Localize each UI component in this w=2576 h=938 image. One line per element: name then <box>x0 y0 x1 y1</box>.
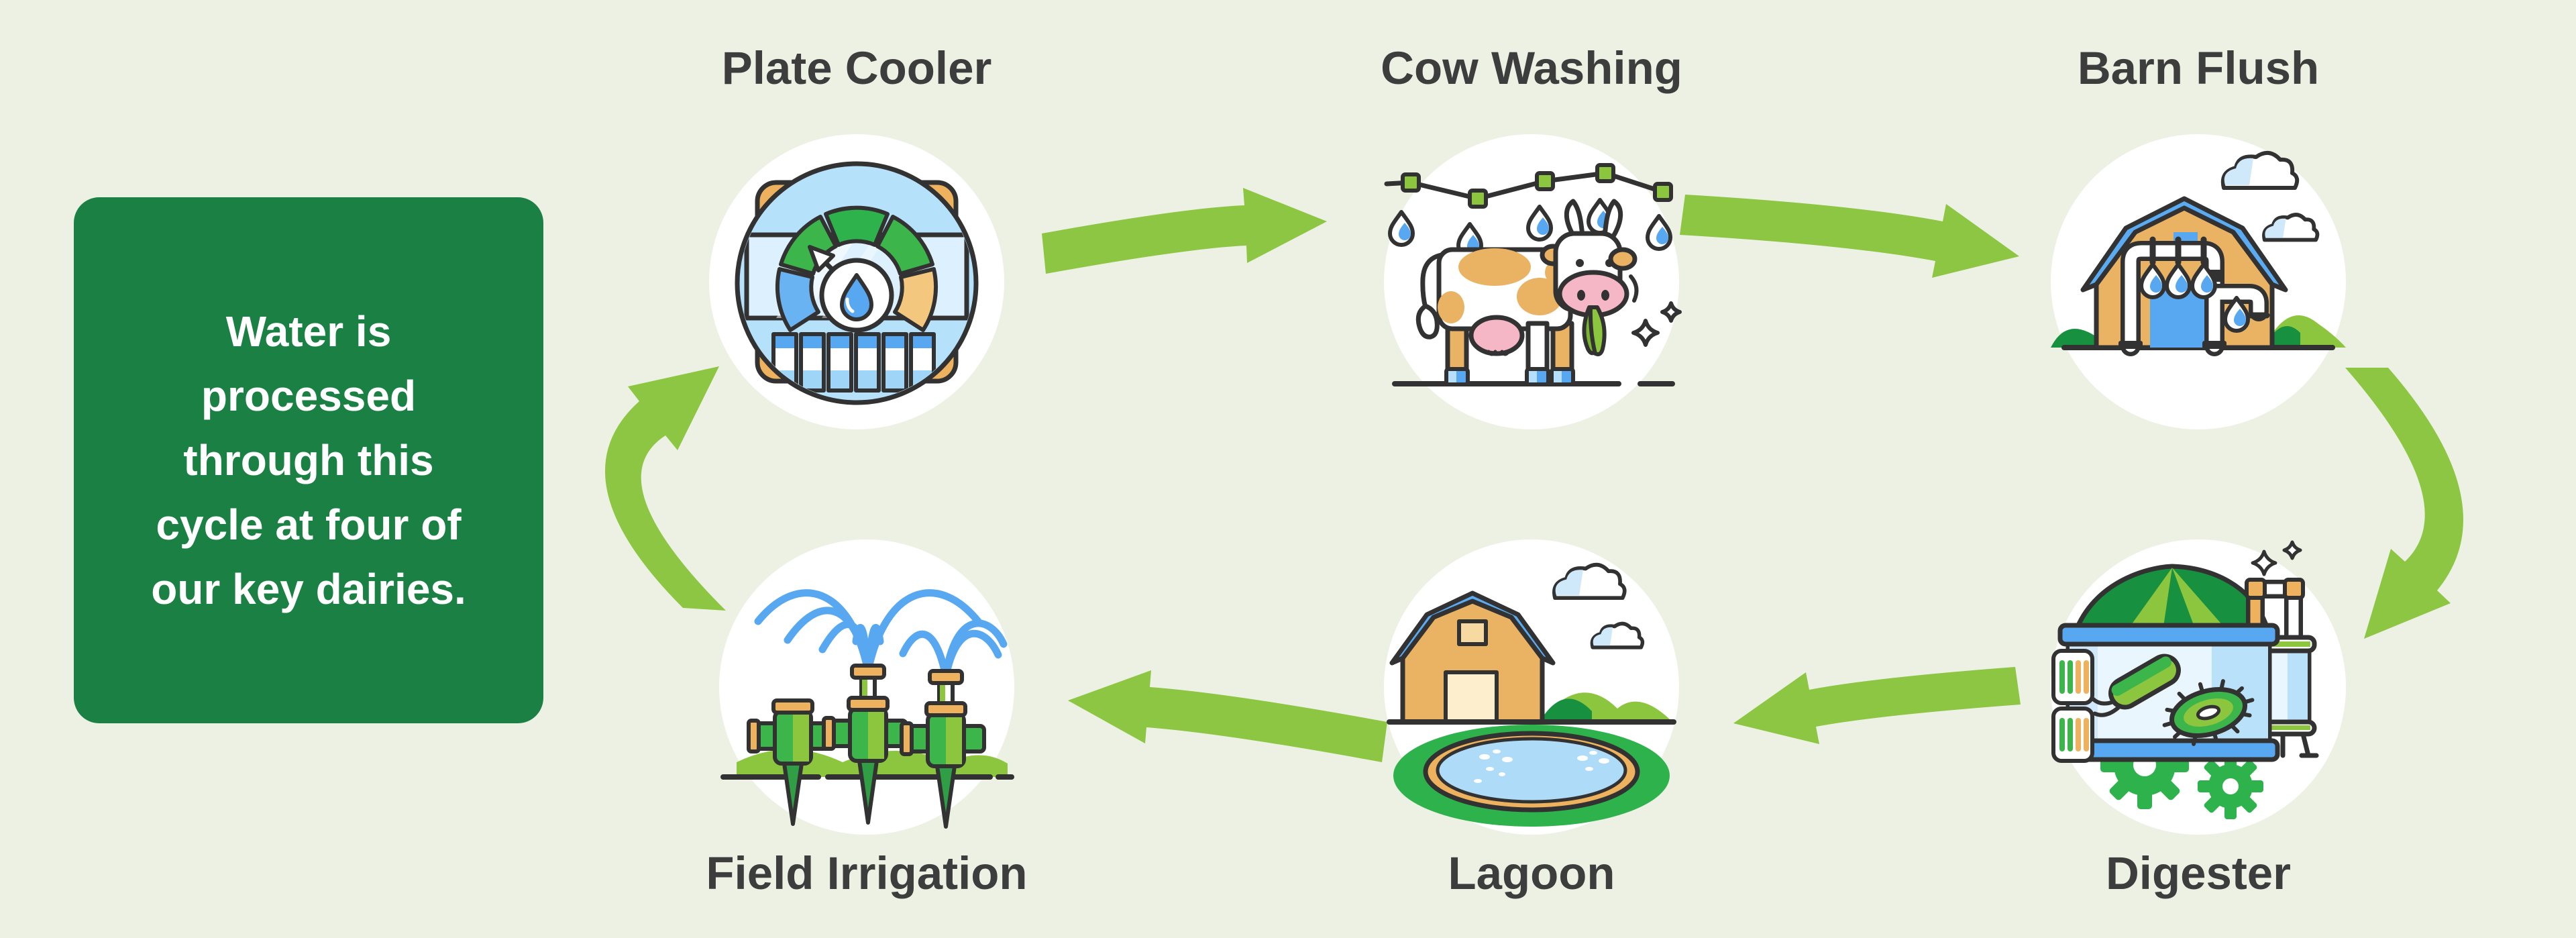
label-barn-flush: Barn Flush <box>2077 42 2320 94</box>
control-panel <box>2051 649 2094 763</box>
sparkle-icon <box>1631 301 1682 347</box>
dome <box>2075 564 2269 629</box>
arrow-plate-cooler-to-cow-washing <box>1042 188 1327 274</box>
hooves <box>1444 367 1575 386</box>
station-circle-digester <box>2051 539 2346 835</box>
label-lagoon: Lagoon <box>1448 847 1615 899</box>
barn <box>1389 590 1556 725</box>
station-circle-barn-flush <box>2051 134 2346 429</box>
label-cow-washing: Cow Washing <box>1381 42 1682 94</box>
cloud-icon <box>1552 562 1627 601</box>
label-digester: Digester <box>2105 847 2292 899</box>
barn-pipes-icon <box>2051 151 2346 356</box>
label-field-irrigation: Field Irrigation <box>706 847 1028 899</box>
arrow-cow-washing-to-barn-flush <box>1680 195 2019 278</box>
water-arcs <box>754 589 1008 680</box>
station-circle-cow-washing <box>1384 134 1682 429</box>
cloud-icon <box>2262 213 2320 242</box>
station-circle-plate-cooler <box>709 134 1004 429</box>
arrow-field-irrigation-to-plate-cooler <box>604 366 726 611</box>
barn-pond-icon <box>1387 562 1676 827</box>
cloud-icon <box>1590 621 1645 649</box>
digester-tank-icon <box>2051 540 2319 819</box>
lagoon-pond <box>1393 725 1670 827</box>
cloud-icon <box>2220 151 2300 190</box>
sparkle-icon <box>2251 540 2302 576</box>
water-meter-icon <box>735 161 979 405</box>
sprinkler <box>747 664 986 829</box>
flush-pipes <box>2118 236 2270 356</box>
caption-box: Water is processed through this cycle at… <box>74 197 543 723</box>
bacteria <box>2076 654 2255 746</box>
arrow-lagoon-to-field-irrigation <box>1068 670 1387 762</box>
hills <box>1540 692 1672 722</box>
cow <box>1415 199 1639 386</box>
station-circle-lagoon <box>1384 539 1679 835</box>
arrow-digester-to-lagoon <box>1733 667 2021 744</box>
udder <box>1468 315 1525 356</box>
label-plate-cooler: Plate Cooler <box>721 42 992 94</box>
station-circle-field-irrigation <box>719 539 1014 835</box>
sprinklers-icon <box>720 589 1014 829</box>
arrow-barn-flush-to-digester <box>2345 368 2463 639</box>
caption-text: Water is processed through this cycle at… <box>151 307 466 613</box>
sprinkler-line <box>1384 163 1673 257</box>
meter-digits <box>771 332 936 393</box>
grass <box>1582 305 1607 357</box>
cow-sprinkler-icon <box>1384 163 1682 386</box>
